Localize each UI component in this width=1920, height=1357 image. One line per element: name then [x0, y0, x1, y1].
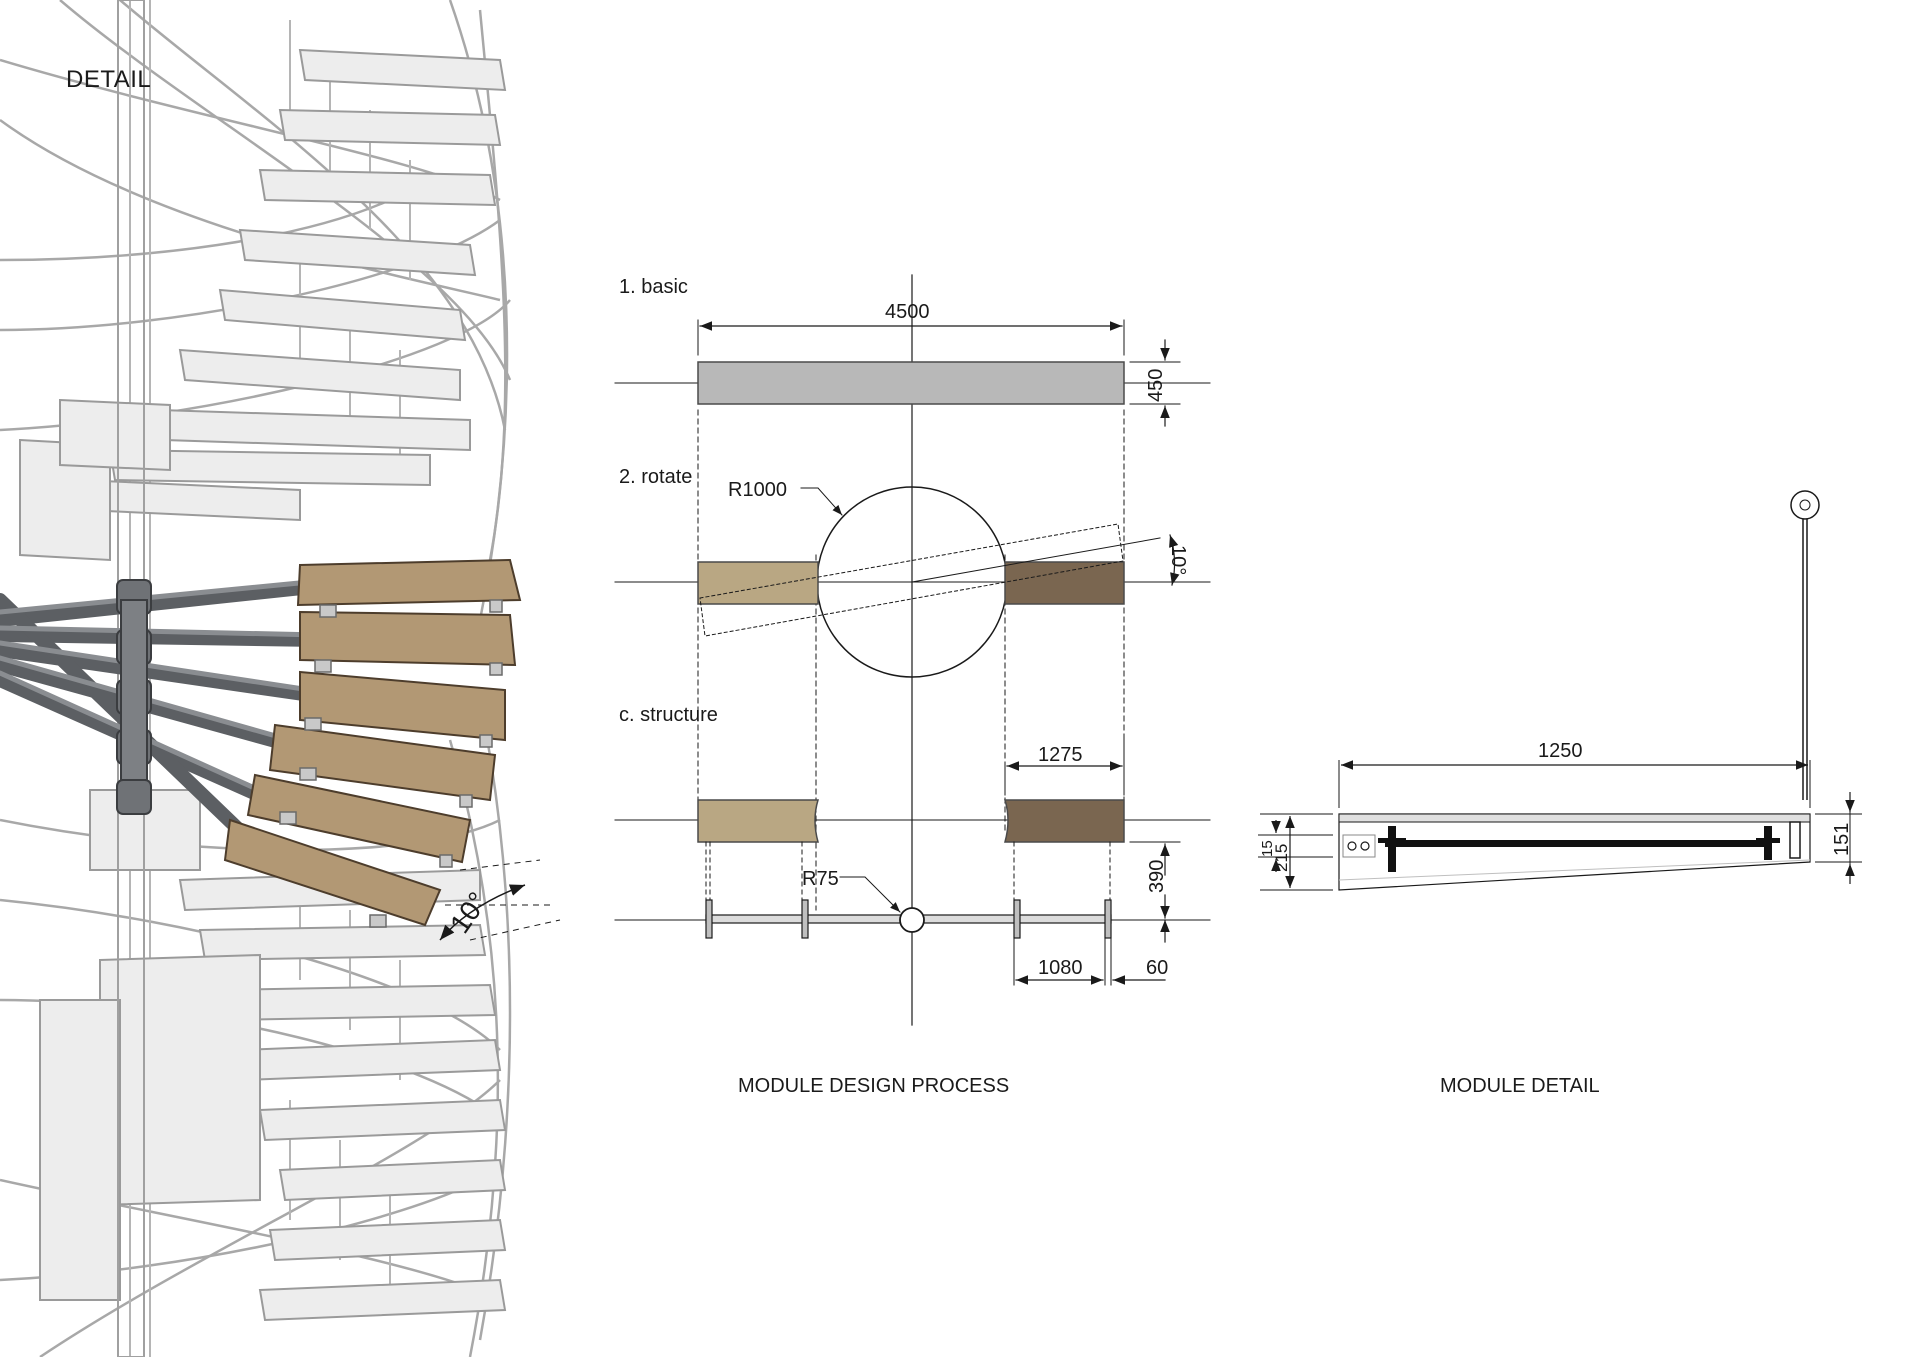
highlighted-treads [223, 558, 522, 927]
spiral-stair-perspective: 10° [0, 0, 561, 1357]
basic-tread [697, 361, 1125, 405]
dim-structure-width: 1275 [1038, 744, 1083, 766]
dim-gap: 60 [1146, 957, 1168, 979]
module-detail-section [1258, 490, 1862, 891]
detail-dim-thickness-inner: 15 [1259, 840, 1276, 857]
step-label-rotate: 2. rotate [619, 466, 692, 488]
rotated-tread-right [1004, 561, 1125, 605]
detail-angle-dimension [439, 884, 526, 941]
dim-depth: 450 [1145, 369, 1167, 402]
structure-beam [705, 899, 1112, 939]
dim-width: 4500 [885, 301, 930, 323]
detail-dim-length: 1250 [1538, 740, 1583, 762]
dim-column-radius: R75 [802, 868, 839, 890]
dim-radius: R1000 [728, 479, 787, 501]
structure-tread-right [1003, 799, 1125, 843]
dim-span: 1080 [1038, 957, 1083, 979]
detail-title: DETAIL [66, 66, 151, 93]
dim-rotation: 10° [1167, 545, 1189, 575]
dim-beam-depth: 390 [1146, 860, 1168, 893]
step-label-basic: 1. basic [619, 276, 688, 298]
module-design-process [614, 274, 1211, 1026]
process-caption: MODULE DESIGN PROCESS [738, 1075, 1009, 1097]
module-detail-caption: MODULE DETAIL [1440, 1075, 1600, 1097]
rotated-tread-left [697, 561, 819, 605]
step-label-structure: c. structure [619, 704, 718, 726]
structure-tread-left [697, 799, 820, 843]
detail-dim-height: 151 [1831, 823, 1853, 856]
detail-dim-thickness-outer: 215 [1272, 844, 1291, 872]
